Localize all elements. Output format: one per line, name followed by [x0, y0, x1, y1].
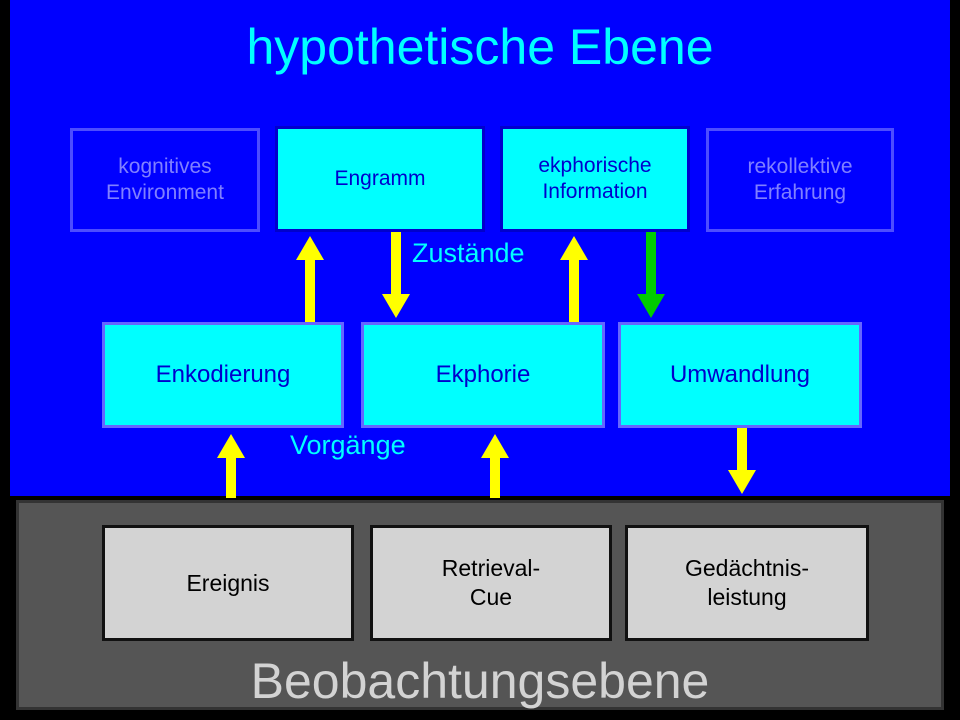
- state-label: Engramm: [334, 166, 426, 190]
- states-label: Zustände: [412, 238, 525, 268]
- state-box-ecphoric-information: ekphorische Information: [500, 126, 690, 232]
- observation-label: Gedächtnis- leistung: [684, 555, 809, 610]
- state-box-engram: Engramm: [275, 126, 485, 232]
- process-label: Umwandlung: [669, 361, 811, 388]
- observation-label: Retrieval- Cue: [441, 555, 541, 610]
- arrow-information-to-conversion: [637, 232, 665, 318]
- arrow-event-to-encoding: [217, 434, 245, 498]
- arrow-ecphory-to-information: [560, 236, 588, 322]
- process-box-ecphory: Ekphorie: [361, 322, 605, 428]
- state-label: kognitives Environment: [106, 154, 224, 204]
- observation-box-event: Ereignis: [102, 525, 354, 641]
- observation-level-title: Beobachtungsebene: [250, 653, 710, 709]
- state-label: rekollektive Erfahrung: [747, 154, 853, 204]
- observation-box-retrieval-cue: Retrieval- Cue: [370, 525, 612, 641]
- observation-box-memory-performance: Gedächtnis- leistung: [625, 525, 869, 641]
- processes-label: Vorgänge: [290, 430, 406, 460]
- arrow-conversion-to-performance: [728, 428, 756, 494]
- arrow-encoding-to-engram: [296, 236, 324, 322]
- state-box-cognitive-environment: kognitives Environment: [70, 128, 260, 232]
- process-box-conversion: Umwandlung: [618, 322, 862, 428]
- process-label: Ekphorie: [435, 361, 531, 388]
- hypothetical-level-title: hypothetische Ebene: [246, 19, 714, 75]
- arrow-cue-to-ecphory: [481, 434, 509, 498]
- process-box-encoding: Enkodierung: [102, 322, 344, 428]
- process-label: Enkodierung: [155, 361, 291, 388]
- observation-label: Ereignis: [186, 569, 270, 596]
- arrow-engram-to-ecphory: [382, 232, 410, 318]
- state-label: ekphorische Information: [538, 153, 652, 203]
- state-box-recollective-experience: rekollektive Erfahrung: [706, 128, 894, 232]
